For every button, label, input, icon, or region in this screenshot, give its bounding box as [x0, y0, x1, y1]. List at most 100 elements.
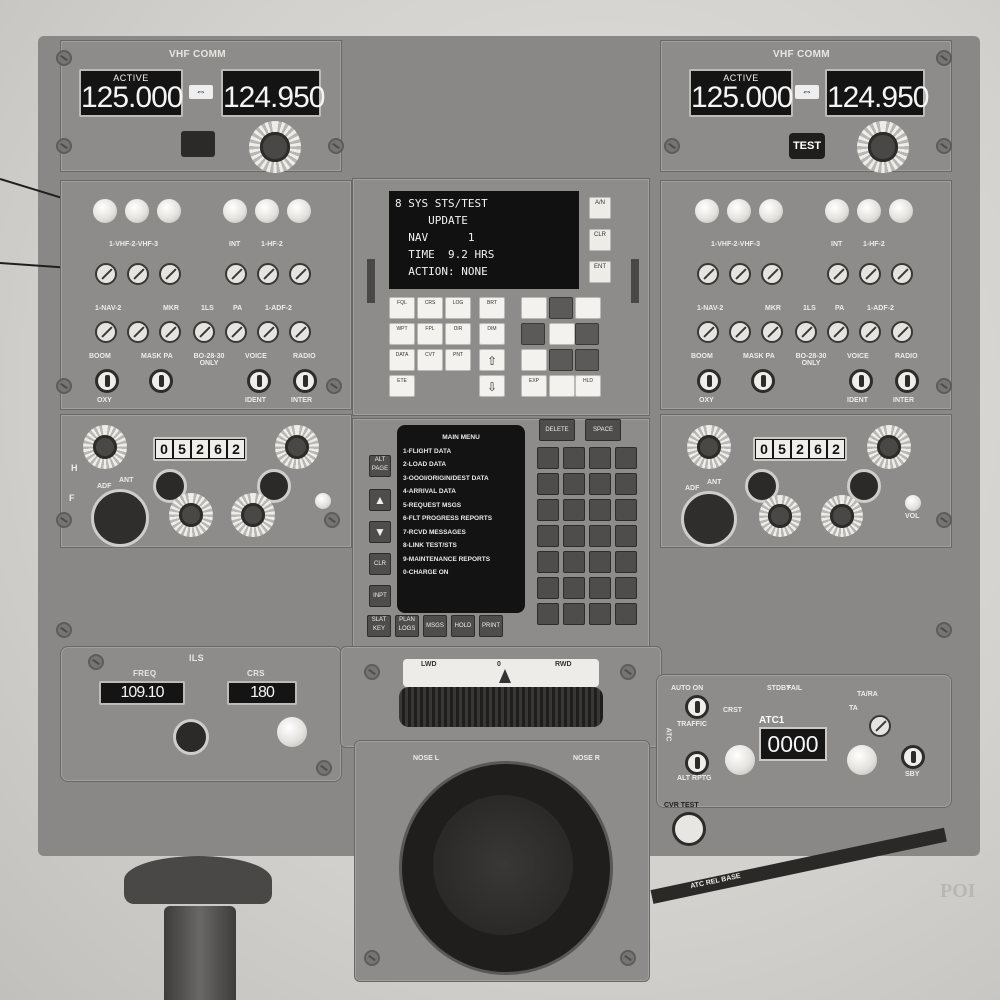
volume-knob[interactable] — [193, 321, 215, 343]
alpha-key[interactable] — [589, 577, 611, 599]
dim-key[interactable]: DIM — [479, 323, 505, 345]
menu-item[interactable]: 8-LINK TEST/STS — [403, 542, 457, 549]
bottom-key[interactable]: MSGS — [423, 615, 447, 637]
alpha-key[interactable] — [615, 603, 637, 625]
numeric-key[interactable] — [575, 323, 599, 345]
numeric-key[interactable] — [575, 297, 601, 319]
bottom-key[interactable]: PLAN LOGS — [395, 615, 419, 637]
mic-select-lamp[interactable] — [759, 199, 783, 223]
volume-knob[interactable] — [761, 321, 783, 343]
frequency-selector[interactable] — [847, 469, 881, 503]
alpha-key[interactable] — [589, 551, 611, 573]
mic-select-lamp[interactable] — [157, 199, 181, 223]
mic-select-lamp[interactable] — [287, 199, 311, 223]
radio-switch[interactable] — [895, 369, 919, 393]
mic-select-lamp[interactable] — [857, 199, 881, 223]
inpt-key[interactable]: INPT — [369, 585, 391, 607]
stdby-switch[interactable] — [901, 745, 925, 769]
brt-key[interactable]: BRT — [479, 297, 505, 319]
hld-key[interactable]: HLD — [575, 375, 601, 397]
menu-item[interactable]: 0-CHARGE ON — [403, 569, 449, 576]
frequency-selector[interactable] — [257, 469, 291, 503]
dir-key[interactable]: DIR — [445, 323, 471, 345]
pnt-key[interactable]: PNT — [445, 349, 471, 371]
space-key[interactable]: SPACE — [585, 419, 621, 441]
numeric-key[interactable] — [549, 375, 575, 397]
volume-knob[interactable] — [859, 321, 881, 343]
menu-item[interactable]: 7-RCVD MESSAGES — [403, 528, 466, 536]
mask-switch[interactable] — [751, 369, 775, 393]
boom-switch[interactable] — [697, 369, 721, 393]
alpha-key[interactable] — [589, 447, 611, 469]
alpha-key[interactable] — [537, 551, 559, 573]
transfer-button[interactable]: ⇔ — [189, 85, 213, 99]
volume-knob[interactable] — [761, 263, 783, 285]
mask-switch[interactable] — [149, 369, 173, 393]
volume-knob[interactable] — [257, 263, 279, 285]
frequency-knob[interactable] — [857, 121, 909, 173]
volume-knob[interactable] — [795, 321, 817, 343]
down-arrow-key[interactable]: ⇩ — [479, 375, 505, 397]
wpt-key[interactable]: WPT — [389, 323, 415, 345]
transfer-button[interactable]: ⇔ — [795, 85, 819, 99]
mic-select-lamp[interactable] — [727, 199, 751, 223]
alpha-key[interactable] — [563, 447, 585, 469]
alpha-key[interactable] — [615, 447, 637, 469]
alpha-key[interactable] — [537, 447, 559, 469]
mic-select-lamp[interactable] — [695, 199, 719, 223]
adf-tuning-knob[interactable] — [169, 493, 213, 537]
test-button[interactable] — [847, 745, 877, 775]
volume-knob[interactable] — [729, 321, 751, 343]
alpha-key[interactable] — [563, 499, 585, 521]
adf-tuning-knob[interactable] — [687, 425, 731, 469]
volume-knob[interactable] — [127, 263, 149, 285]
clr-key[interactable]: CLR — [369, 553, 391, 575]
alpha-key[interactable] — [537, 603, 559, 625]
alpha-key[interactable] — [563, 551, 585, 573]
boom-switch[interactable] — [95, 369, 119, 393]
volume-knob[interactable] — [697, 321, 719, 343]
frequency-knob[interactable] — [249, 121, 301, 173]
volume-knob[interactable] — [289, 263, 311, 285]
menu-item[interactable]: 1-FLIGHT DATA — [403, 447, 452, 455]
volume-knob[interactable] — [225, 263, 247, 285]
alpha-key[interactable] — [563, 603, 585, 625]
voice-switch[interactable] — [247, 369, 271, 393]
cvt-key[interactable]: CVT — [417, 349, 443, 371]
menu-item[interactable]: 2-LOAD DATA — [403, 461, 447, 468]
alpha-key[interactable] — [589, 499, 611, 521]
frequency-selector[interactable] — [153, 469, 187, 503]
alpha-key[interactable] — [615, 473, 637, 495]
alpha-key[interactable] — [589, 525, 611, 547]
numeric-key[interactable] — [575, 349, 599, 371]
volume-knob[interactable] — [827, 321, 849, 343]
volume-knob[interactable] — [95, 263, 117, 285]
adf-tuning-knob[interactable] — [275, 425, 319, 469]
adf-tuning-knob[interactable] — [231, 493, 275, 537]
up-key[interactable]: ▲ — [369, 489, 391, 511]
alpha-key[interactable] — [563, 473, 585, 495]
numeric-key[interactable] — [549, 297, 573, 319]
menu-item[interactable]: 6-FLT PROGRESS REPORTS — [403, 515, 493, 522]
volume-knob[interactable] — [827, 263, 849, 285]
mode-selector-knob[interactable] — [91, 489, 149, 547]
log-key[interactable]: LOG — [445, 297, 471, 319]
mic-select-lamp[interactable] — [255, 199, 279, 223]
numeric-key[interactable] — [549, 323, 575, 345]
adf-tuning-knob[interactable] — [867, 425, 911, 469]
menu-item[interactable]: 3-OOOI/ORIGIN/DEST DATA — [403, 474, 489, 482]
fql-key[interactable]: FQL — [389, 297, 415, 319]
alpha-key[interactable] — [615, 525, 637, 547]
alpha-key[interactable] — [563, 525, 585, 547]
alpha-key[interactable] — [563, 577, 585, 599]
delete-key[interactable]: DELETE — [539, 419, 575, 441]
mode-selector[interactable] — [869, 715, 891, 737]
exp-key[interactable]: EXP — [521, 375, 547, 397]
alpha-key[interactable] — [537, 473, 559, 495]
alpha-key[interactable] — [615, 551, 637, 573]
volume-knob[interactable] — [891, 321, 913, 343]
mode-selector-knob[interactable] — [681, 491, 737, 547]
volume-knob[interactable] — [159, 263, 181, 285]
volume-knob[interactable] — [257, 321, 279, 343]
crs-key[interactable]: CRS — [417, 297, 443, 319]
